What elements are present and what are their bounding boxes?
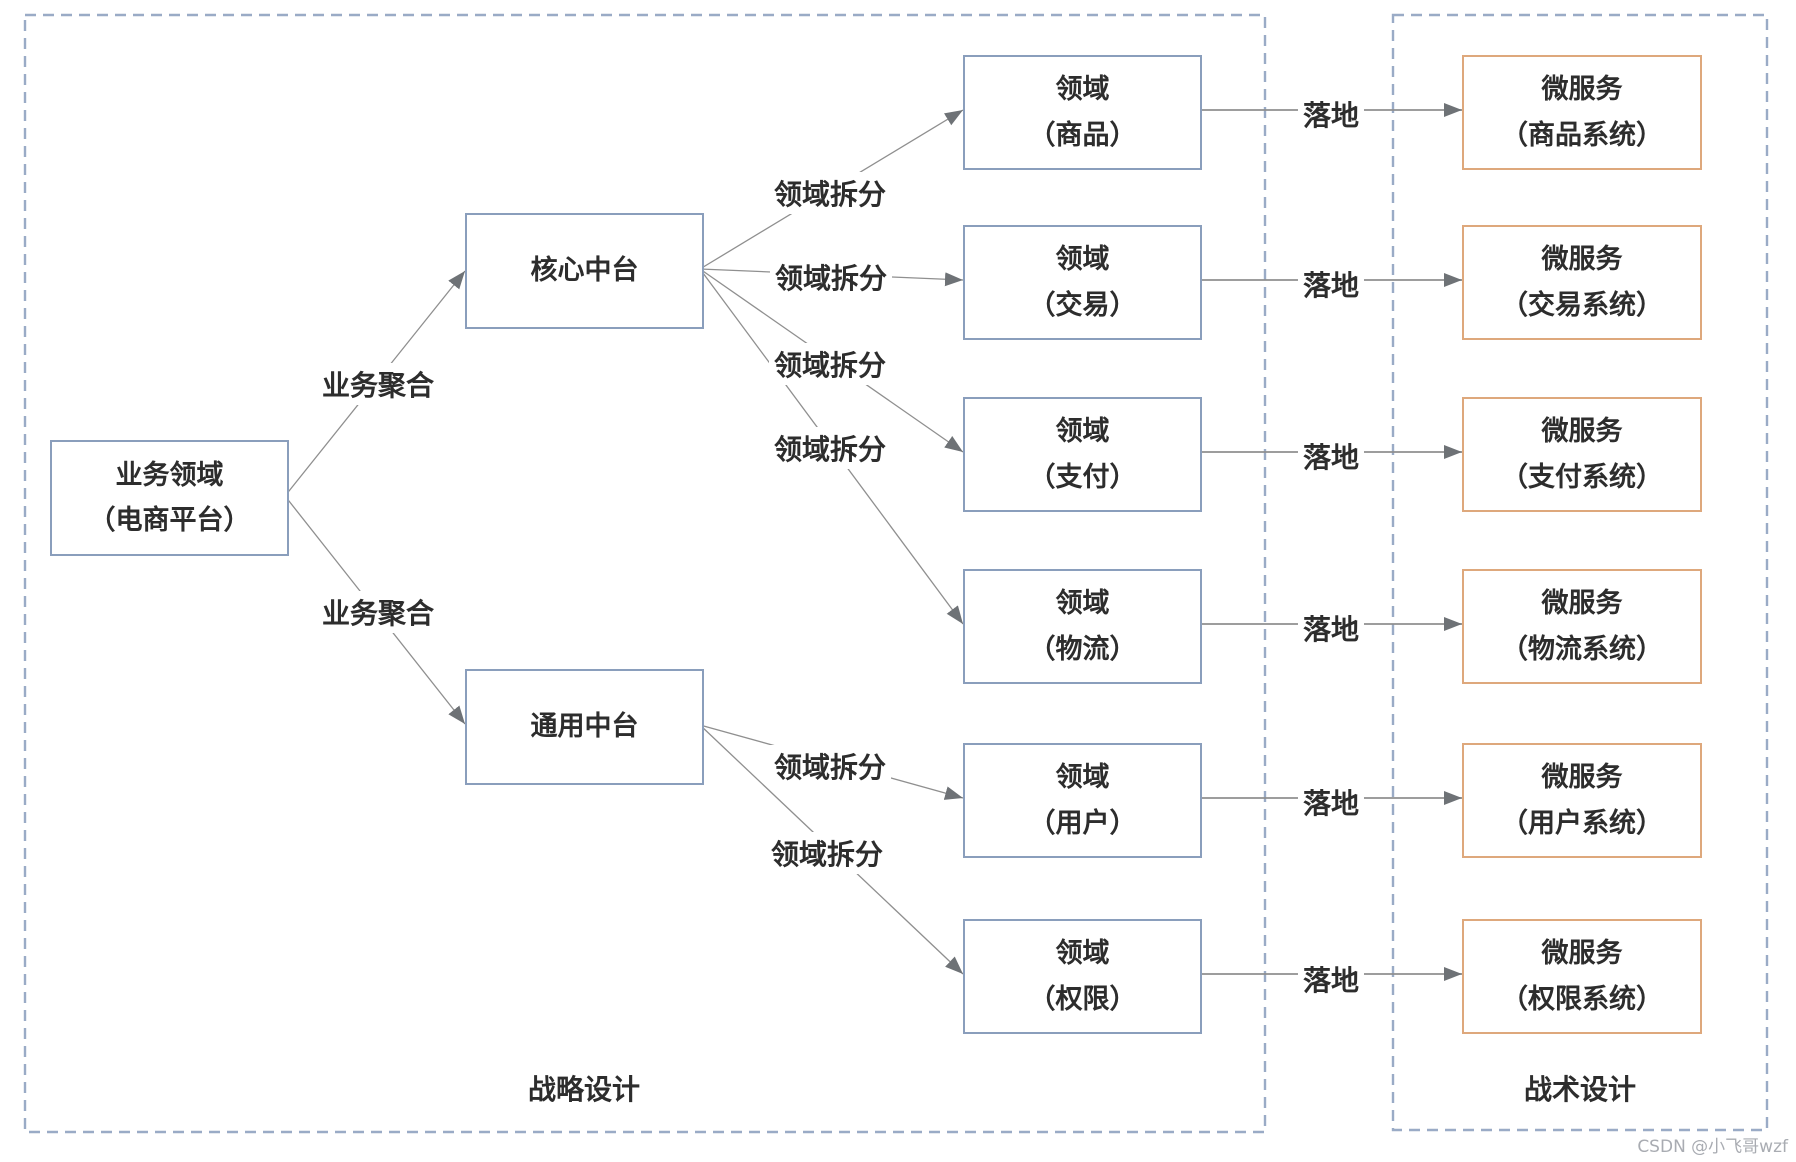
node-business-domain: 业务领域 （电商平台） bbox=[50, 440, 289, 556]
node-core-platform-label: 核心中台 bbox=[530, 255, 639, 287]
node-general-platform: 通用中台 bbox=[465, 669, 704, 785]
label-implement-goods: 落地 bbox=[1297, 93, 1365, 135]
node-core-platform: 核心中台 bbox=[465, 213, 704, 329]
label-split-goods: 领域拆分 bbox=[768, 172, 892, 214]
node-business-domain-line2: （电商平台） bbox=[88, 505, 251, 536]
label-implement-logistics: 落地 bbox=[1297, 607, 1365, 649]
node-domain-permission-line1: 领域 bbox=[1055, 938, 1110, 970]
section-title-tactical-design: 战术设计 bbox=[1523, 1073, 1637, 1106]
node-microservice-trade-line2: （交易系统） bbox=[1501, 289, 1663, 321]
node-microservice-user: 微服务 （用户系统） bbox=[1462, 743, 1702, 858]
node-domain-payment: 领域 （支付） bbox=[963, 397, 1202, 512]
node-microservice-goods: 微服务 （商品系统） bbox=[1462, 55, 1702, 170]
label-implement-permission: 落地 bbox=[1297, 958, 1365, 1000]
node-domain-trade-line2: （交易） bbox=[1028, 289, 1137, 321]
label-split-logistics: 领域拆分 bbox=[768, 427, 892, 469]
label-implement-user: 落地 bbox=[1297, 781, 1365, 823]
node-microservice-payment-line1: 微服务 bbox=[1541, 416, 1623, 448]
node-microservice-permission: 微服务 （权限系统） bbox=[1462, 919, 1702, 1034]
node-domain-user-line2: （用户） bbox=[1028, 807, 1137, 839]
node-domain-logistics-line2: （物流） bbox=[1028, 633, 1137, 665]
node-domain-goods-line2: （商品） bbox=[1028, 119, 1137, 151]
node-domain-logistics: 领域 （物流） bbox=[963, 569, 1202, 684]
label-implement-trade: 落地 bbox=[1297, 263, 1365, 305]
node-domain-trade: 领域 （交易） bbox=[963, 225, 1202, 340]
label-aggregate-top: 业务聚合 bbox=[316, 363, 440, 405]
label-split-payment: 领域拆分 bbox=[768, 343, 892, 385]
node-microservice-trade: 微服务 （交易系统） bbox=[1462, 225, 1702, 340]
node-domain-payment-line2: （支付） bbox=[1028, 461, 1137, 493]
label-split-permission: 领域拆分 bbox=[765, 832, 889, 874]
node-general-platform-label: 通用中台 bbox=[530, 711, 639, 743]
node-microservice-goods-line1: 微服务 bbox=[1541, 74, 1623, 106]
node-business-domain-line1: 业务领域 bbox=[115, 459, 224, 491]
node-domain-goods-line1: 领域 bbox=[1055, 74, 1110, 106]
node-domain-permission-line2: （权限） bbox=[1028, 983, 1137, 1015]
strategic-design-container bbox=[23, 13, 1267, 1134]
node-domain-permission: 领域 （权限） bbox=[963, 919, 1202, 1034]
node-microservice-payment-line2: （支付系统） bbox=[1501, 461, 1663, 493]
label-split-trade: 领域拆分 bbox=[769, 256, 893, 298]
node-microservice-logistics-line2: （物流系统） bbox=[1501, 633, 1663, 665]
node-microservice-logistics: 微服务 （物流系统） bbox=[1462, 569, 1702, 684]
node-microservice-permission-line2: （权限系统） bbox=[1501, 983, 1663, 1015]
node-microservice-user-line1: 微服务 bbox=[1541, 762, 1623, 794]
watermark-text: CSDN @小飞哥wzf bbox=[1637, 1137, 1788, 1157]
node-domain-goods: 领域 （商品） bbox=[963, 55, 1202, 170]
label-split-user: 领域拆分 bbox=[768, 745, 892, 787]
node-domain-trade-line1: 领域 bbox=[1055, 244, 1110, 276]
node-microservice-payment: 微服务 （支付系统） bbox=[1462, 397, 1702, 512]
label-aggregate-bottom: 业务聚合 bbox=[316, 591, 440, 633]
node-microservice-trade-line1: 微服务 bbox=[1541, 244, 1623, 276]
label-implement-payment: 落地 bbox=[1297, 435, 1365, 477]
node-domain-user: 领域 （用户） bbox=[963, 743, 1202, 858]
node-domain-logistics-line1: 领域 bbox=[1055, 588, 1110, 620]
node-domain-payment-line1: 领域 bbox=[1055, 416, 1110, 448]
node-microservice-user-line2: （用户系统） bbox=[1501, 807, 1663, 839]
node-microservice-goods-line2: （商品系统） bbox=[1501, 119, 1663, 151]
section-title-strategic-design: 战略设计 bbox=[527, 1073, 641, 1106]
node-microservice-permission-line1: 微服务 bbox=[1541, 938, 1623, 970]
tactical-design-container bbox=[1391, 13, 1769, 1132]
node-microservice-logistics-line1: 微服务 bbox=[1541, 588, 1623, 620]
node-domain-user-line1: 领域 bbox=[1055, 762, 1110, 794]
